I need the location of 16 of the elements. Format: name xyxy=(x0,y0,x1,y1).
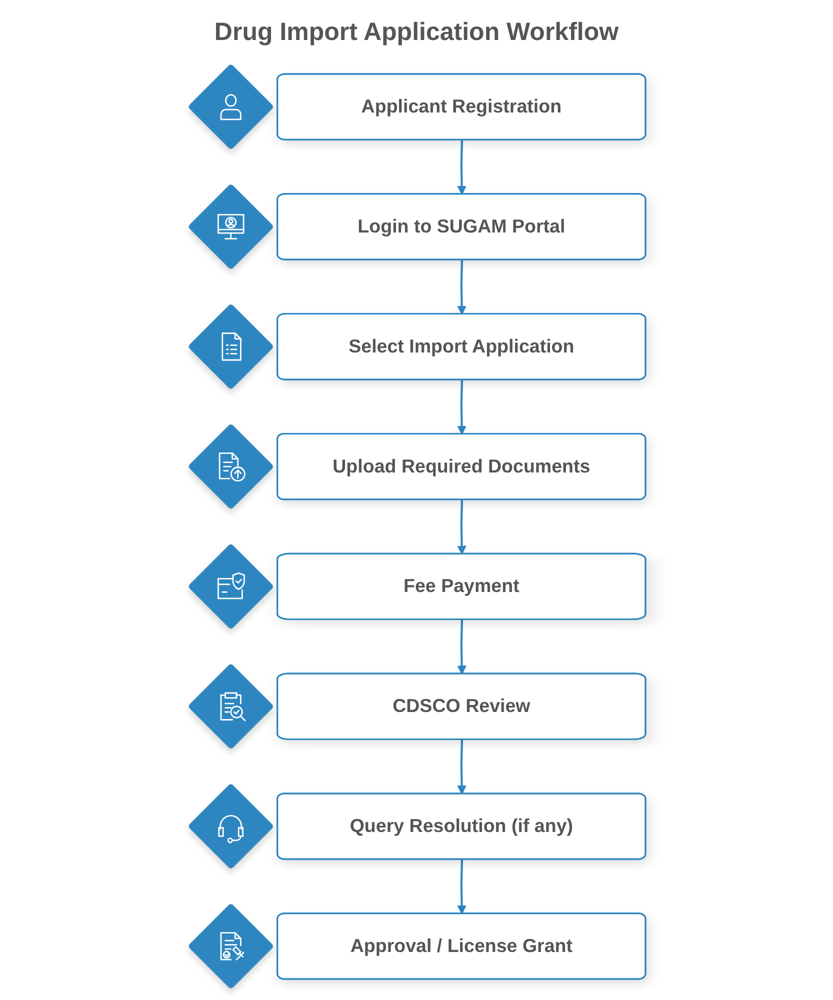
arrow xyxy=(457,380,466,435)
arrow xyxy=(457,500,466,555)
arrow xyxy=(457,260,466,315)
arrow xyxy=(457,860,466,914)
diagram-title: Drug Import Application Workflow xyxy=(214,18,619,47)
step-box: Applicant Registration xyxy=(276,73,646,140)
arrow xyxy=(457,620,466,674)
arrow xyxy=(457,140,466,195)
arrow xyxy=(457,740,466,794)
step-box: CDSCO Review xyxy=(276,672,646,740)
step-box: Login to SUGAM Portal xyxy=(276,193,646,260)
step-box: Fee Payment xyxy=(276,552,646,620)
step-box: Approval / License Grant xyxy=(276,912,646,980)
step-box: Query Resolution (if any) xyxy=(276,792,646,860)
step-box: Select Import Application xyxy=(276,313,646,380)
step-box: Upload Required Documents xyxy=(276,432,646,500)
